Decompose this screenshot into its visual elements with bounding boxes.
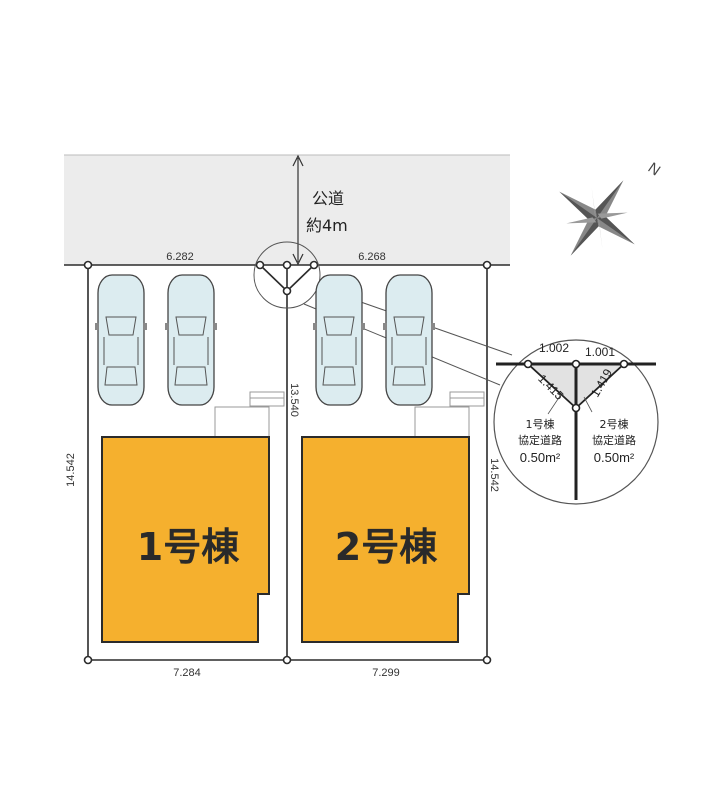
boundary-points bbox=[83, 260, 492, 665]
dim-bottom-left: 7.284 bbox=[173, 667, 201, 679]
compass-north-label: N bbox=[645, 159, 664, 179]
car-icon bbox=[313, 274, 365, 406]
building-1 bbox=[101, 436, 270, 643]
dim-middle: 13.540 bbox=[288, 383, 300, 417]
building-2 bbox=[301, 436, 470, 643]
road-width: 約4m bbox=[306, 216, 348, 235]
detail-enlargement bbox=[493, 339, 659, 505]
lot-boundaries bbox=[64, 264, 510, 661]
entrance-steps bbox=[214, 391, 485, 438]
detail-lot1-area: 0.50m² bbox=[520, 450, 561, 465]
compass-icon bbox=[559, 180, 635, 256]
detail-dim-top-right: 1.001 bbox=[585, 345, 615, 359]
building-1-label: 1号棟 bbox=[137, 525, 240, 569]
detail-lot1-type: 協定道路 bbox=[518, 433, 562, 447]
detail-dim-top-left: 1.002 bbox=[539, 341, 569, 355]
dim-left: 14.542 bbox=[65, 453, 77, 487]
dim-bottom-right: 7.299 bbox=[372, 667, 400, 679]
dim-top-left: 6.282 bbox=[166, 251, 194, 263]
parking-area bbox=[95, 274, 435, 406]
car-icon bbox=[383, 274, 435, 406]
road-width-arrow bbox=[292, 154, 304, 266]
building-2-label: 2号棟 bbox=[335, 525, 438, 569]
detail-lot2-area: 0.50m² bbox=[594, 450, 635, 465]
detail-lot1-name: 1号棟 bbox=[526, 417, 555, 431]
car-icon bbox=[95, 274, 147, 406]
zoom-circle bbox=[253, 241, 321, 309]
detail-lot2-type: 協定道路 bbox=[592, 433, 636, 447]
detail-lot2-name: 2号棟 bbox=[600, 417, 629, 431]
dim-right: 14.542 bbox=[488, 458, 500, 492]
car-icon bbox=[165, 274, 217, 406]
road-name: 公道 bbox=[312, 189, 344, 208]
public-road bbox=[64, 155, 510, 265]
dim-top-right: 6.268 bbox=[358, 251, 386, 263]
